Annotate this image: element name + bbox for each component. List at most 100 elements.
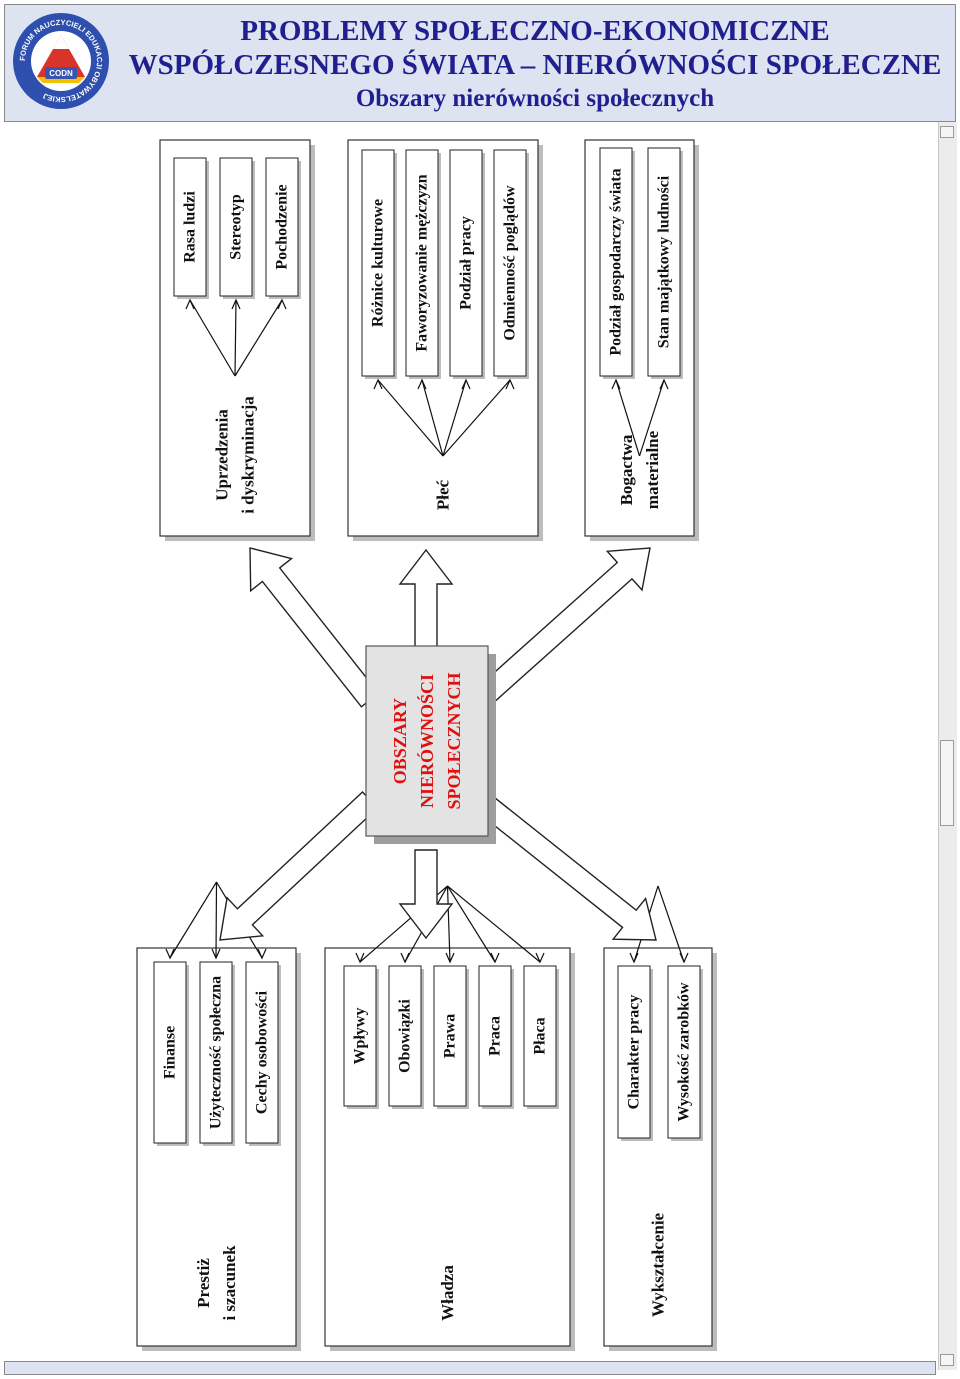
hub-label: Płeć: [434, 479, 453, 510]
page-title-line2: WSPÓŁCZESNEGO ŚWIATA – NIERÓWNOŚCI SPOŁE…: [128, 49, 942, 81]
hub-label: Bogactwa: [617, 434, 636, 505]
item-box: [265, 157, 299, 297]
connector-line: [421, 379, 444, 457]
connector-arrowhead: [505, 378, 515, 390]
connector-line: [442, 379, 511, 457]
connector-arrowhead: [277, 298, 287, 310]
item-label: Prawa: [442, 1014, 459, 1058]
connector-line: [189, 299, 236, 377]
connector-line: [446, 885, 451, 963]
connector-arrowhead: [611, 378, 621, 390]
connector-line: [234, 299, 237, 377]
connector-arrowhead: [445, 952, 455, 964]
scroll-up-arrow-icon[interactable]: [940, 126, 954, 138]
item-label: Faworyzowanie mężczyzn: [414, 174, 431, 351]
item-label: Wpływy: [352, 1008, 369, 1065]
item-box: [153, 961, 187, 1144]
arrow-down-icon: [472, 790, 657, 941]
item-label: Różnice kulturowe: [370, 199, 387, 327]
logo-badge: CODN: [49, 69, 73, 78]
connector-arrowhead: [629, 952, 639, 964]
connector-arrowhead: [185, 298, 195, 310]
connector-line: [446, 885, 496, 963]
connector-line: [657, 885, 685, 963]
center-box: [365, 645, 489, 837]
scrollbar-thumb[interactable]: [940, 740, 954, 826]
item-box: [245, 961, 279, 1144]
connector-arrowhead: [461, 378, 471, 390]
connector-arrowhead: [490, 952, 500, 964]
item-label: Użyteczność społeczna: [208, 976, 225, 1129]
hub-label: materialne: [643, 430, 662, 509]
item-box: [478, 965, 512, 1107]
connector-arrowhead: [417, 378, 427, 390]
item-label: Stan majątkowy ludności: [656, 175, 673, 348]
connector-arrowhead: [535, 952, 545, 964]
item-box: [599, 147, 633, 377]
connector-arrowhead: [679, 952, 689, 964]
item-box: [405, 149, 439, 377]
center-label: OBSZARY: [390, 698, 410, 784]
connector-line: [615, 379, 641, 457]
connector-arrowhead: [231, 298, 241, 310]
item-box: [433, 965, 467, 1107]
arrow-down-icon: [219, 791, 379, 941]
item-box: [173, 157, 207, 297]
center-label: NIERÓWNOŚCI: [416, 674, 437, 808]
item-label: Charakter pracy: [626, 995, 643, 1110]
item-label: Stereotyp: [228, 194, 245, 260]
item-label: Finanse: [162, 1026, 179, 1079]
item-box: [523, 965, 557, 1107]
item-label: Podział gospodarczy świata: [608, 168, 625, 355]
item-label: Wysokość zarobków: [676, 982, 693, 1122]
scroll-down-arrow-icon[interactable]: [940, 1354, 954, 1366]
group-prestige: Prestiż i szacunek Finanse Użyteczność społ…: [136, 881, 301, 1351]
arrow-up-icon: [398, 548, 454, 651]
item-label: Cechy osobowości: [254, 990, 271, 1114]
hub-label: Wykształcenie: [649, 1212, 668, 1317]
logo-emblem: FORUM NAUCZYCIELI EDUKACJI OBYWATELSKIEJ…: [13, 13, 109, 109]
arrow-down-icon: [398, 849, 454, 940]
item-box: [493, 149, 527, 377]
horizontal-scrollbar[interactable]: [4, 1361, 936, 1375]
item-box: [647, 147, 681, 377]
item-label: Rasa ludzi: [182, 191, 199, 263]
connector-arrowhead: [165, 948, 175, 960]
item-label: Obowiązki: [397, 999, 414, 1073]
item-label: Odmienność poglądów: [502, 185, 519, 341]
connector-arrowhead: [659, 378, 669, 390]
header-banner: FORUM NAUCZYCIELI EDUKACJI OBYWATELSKIEJ…: [4, 4, 956, 122]
item-box: [219, 157, 253, 297]
connector-line: [377, 379, 444, 457]
group-education: Wykształcenie Charakter pracy Wysokość zar…: [603, 885, 717, 1351]
connector-arrowhead: [355, 952, 365, 964]
item-label: Pochodzenie: [274, 184, 291, 269]
connector-line: [442, 379, 467, 457]
connector-line: [215, 881, 218, 959]
connector-line: [638, 379, 665, 457]
item-box: [343, 965, 377, 1107]
hub-label: Uprzedzenia: [213, 409, 232, 501]
arrow-up-icon: [471, 547, 651, 710]
item-box: [388, 965, 422, 1107]
page-subtitle: Obszary nierówności społecznych: [355, 85, 715, 112]
group-wealth: Bogactwa materialne Podział gospodarczy św…: [584, 139, 699, 541]
item-label: Podział pracy: [458, 216, 475, 310]
hub-label: i szacunek: [220, 1245, 239, 1321]
group-gender: Płeć Różnice kulturowe Faworyzowanie mężcz…: [347, 139, 543, 541]
hub-label: Prestiż: [194, 1258, 213, 1308]
connector-arrowhead: [400, 952, 410, 964]
connector-line: [234, 299, 283, 377]
connector-arrowhead: [257, 948, 267, 960]
item-label: Płaca: [532, 1017, 549, 1054]
page-title-line1: PROBLEMY SPOŁECZNO-EKONOMICZNE: [240, 15, 830, 47]
item-box: [449, 149, 483, 377]
connector-arrowhead: [211, 948, 221, 960]
connector-arrowhead: [373, 378, 383, 390]
item-box: [617, 965, 651, 1139]
arrow-up-icon: [249, 547, 380, 708]
center-label: SPOŁECZNYCH: [444, 672, 464, 809]
